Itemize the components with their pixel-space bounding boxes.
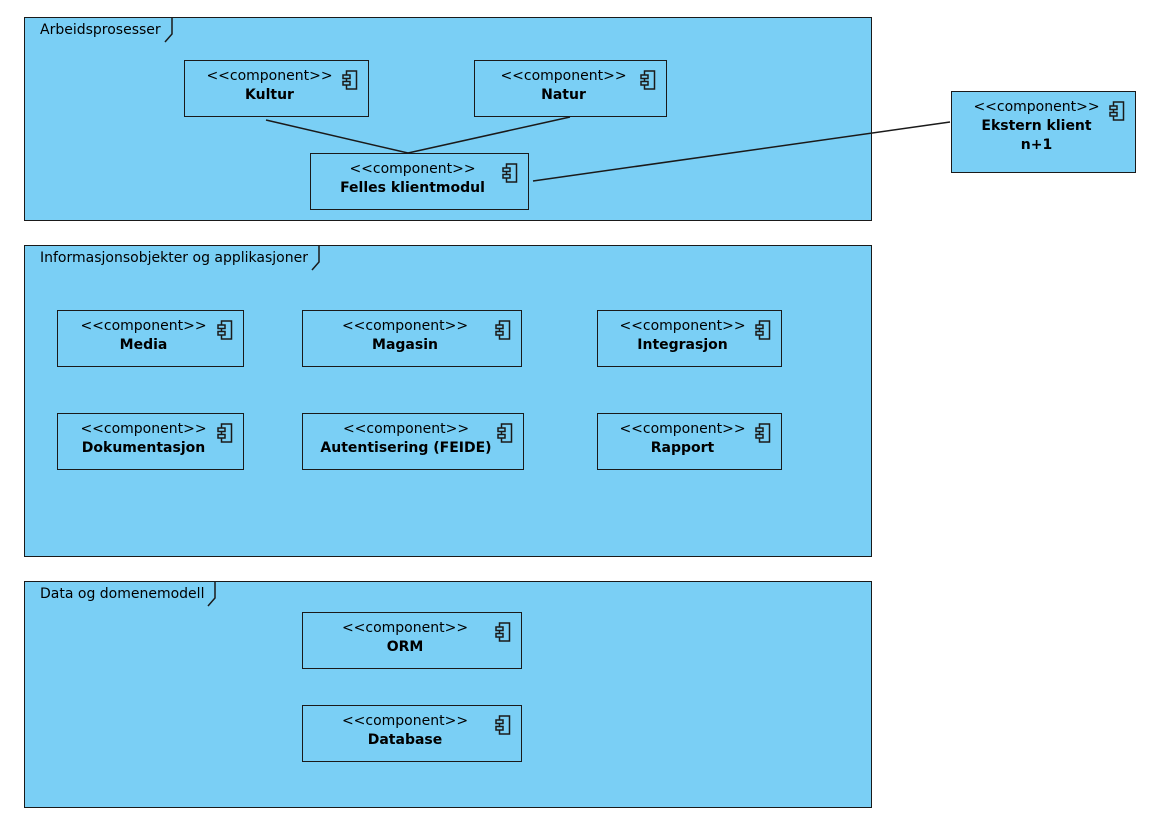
component-orm[interactable]: <<component>> ORM xyxy=(302,612,522,669)
component-dokumentasjon[interactable]: <<component>> Dokumentasjon xyxy=(57,413,244,470)
stereotype-label: <<component>> xyxy=(619,318,746,334)
component-database[interactable]: <<component>> Database xyxy=(302,705,522,762)
component-name: Dokumentasjon xyxy=(81,440,206,456)
stereotype-label: <<component>> xyxy=(349,161,476,177)
frame-data-og-domenemodell[interactable]: Data og domenemodell xyxy=(24,581,872,808)
stereotype-label: <<component>> xyxy=(619,421,746,437)
frame-tab-data: Data og domenemodell xyxy=(25,582,222,607)
stereotype-label: <<component>> xyxy=(341,713,469,729)
stereotype-label: <<component>> xyxy=(80,318,207,334)
component-integrasjon[interactable]: <<component>> Integrasjon xyxy=(597,310,782,367)
component-natur[interactable]: <<component>> Natur xyxy=(474,60,667,117)
component-kultur[interactable]: <<component>> Kultur xyxy=(184,60,369,117)
component-name: Database xyxy=(367,732,443,748)
component-name: Kultur xyxy=(245,87,294,103)
frame-title: Informasjonsobjekter og applikasjoner xyxy=(40,250,308,266)
frame-tab-informasjonsobjekter: Informasjonsobjekter og applikasjoner xyxy=(25,246,326,271)
frame-tab-corner xyxy=(311,246,320,271)
component-name-line1: Ekstern klient xyxy=(981,118,1092,134)
component-media[interactable]: <<component>> Media xyxy=(57,310,244,367)
stereotype-label: <<component>> xyxy=(500,68,627,84)
component-name: Integrasjon xyxy=(637,337,728,353)
component-magasin[interactable]: <<component>> Magasin xyxy=(302,310,522,367)
component-autentisering[interactable]: <<component>> Autentisering (FEIDE) xyxy=(302,413,524,470)
component-icon xyxy=(495,622,511,642)
component-icon xyxy=(640,70,656,90)
component-icon xyxy=(755,423,771,443)
component-rapport[interactable]: <<component>> Rapport xyxy=(597,413,782,470)
component-name-line2: n+1 xyxy=(1020,137,1053,153)
component-icon xyxy=(217,320,233,340)
stereotype-label: <<component>> xyxy=(206,68,333,84)
frame-tab-corner xyxy=(164,18,173,43)
component-name: ORM xyxy=(386,639,424,655)
stereotype-label: <<component>> xyxy=(341,620,469,636)
frame-tab-arbeidsprosesser: Arbeidsprosesser xyxy=(25,18,179,43)
frame-tab-corner xyxy=(207,582,217,607)
component-felles-klientmodul[interactable]: <<component>> Felles klientmodul xyxy=(310,153,529,210)
component-name: Media xyxy=(119,337,168,353)
component-icon xyxy=(495,715,511,735)
stereotype-label: <<component>> xyxy=(342,421,470,437)
stereotype-label: <<component>> xyxy=(80,421,207,437)
component-name: Magasin xyxy=(372,337,438,353)
component-icon xyxy=(497,423,513,443)
component-icon xyxy=(495,320,511,340)
component-name: Autentisering (FEIDE) xyxy=(320,440,492,456)
component-name: Natur xyxy=(541,87,586,103)
frame-title: Arbeidsprosesser xyxy=(40,22,161,38)
component-icon xyxy=(502,163,518,183)
frame-title: Data og domenemodell xyxy=(40,586,205,602)
component-ekstern-klient[interactable]: <<component>> Ekstern klient n+1 xyxy=(951,91,1136,173)
component-icon xyxy=(217,423,233,443)
component-name: Rapport xyxy=(650,440,715,456)
component-icon xyxy=(755,320,771,340)
stereotype-label: <<component>> xyxy=(973,99,1100,115)
component-name: Felles klientmodul xyxy=(340,180,485,196)
component-icon xyxy=(342,70,358,90)
frame-informasjonsobjekter[interactable]: Informasjonsobjekter og applikasjoner xyxy=(24,245,872,557)
stereotype-label: <<component>> xyxy=(341,318,469,334)
component-icon xyxy=(1109,101,1125,121)
